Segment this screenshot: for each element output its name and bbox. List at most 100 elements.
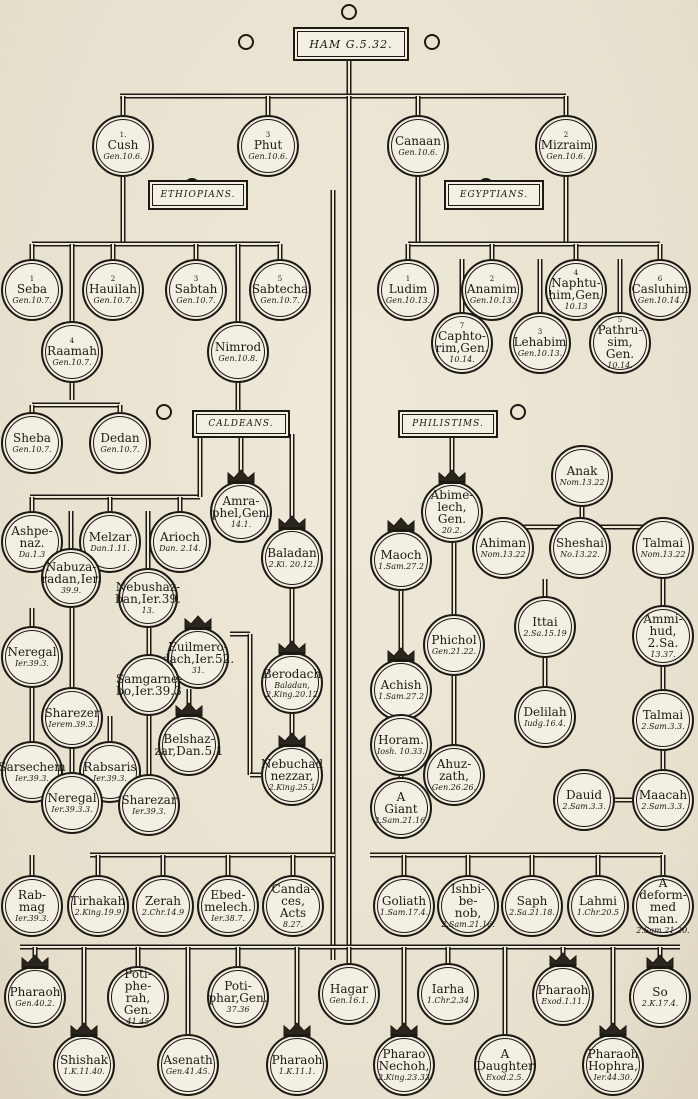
person-name: Talmai [642,708,684,722]
person-name: Achish [380,678,422,692]
person-number: 3 [193,274,199,283]
scripture-reference: Gen.10.13. [517,348,563,358]
scripture-reference: Gen.10.13. [469,295,515,305]
person-name: Ebed- melech. [204,888,252,914]
person-name: Canda- ces, Acts [271,882,315,920]
scripture-reference: Gen.10.7. [93,295,133,305]
person-number: 3 [537,327,543,336]
person-name: Samgarne- bo,Ier.39.3 [115,671,183,698]
scripture-reference: Gen.10.7. [100,445,140,454]
crown-icon [227,469,255,484]
scripture-reference: 2.Sam.21.16. [374,816,428,825]
person-name: Cush [107,137,139,152]
person-name: Amra- phel,Gen. [211,494,271,520]
person-name: Seba [16,281,48,296]
person-number: 7 [459,321,465,330]
person-name: Ashpe- naz. [11,524,53,550]
person-name: Rab-mag [17,888,47,914]
person-name: Naphtu- him,Gen. [548,275,604,302]
person-name: Poti- phar,Gen. [208,979,268,1005]
crown-icon [283,1022,311,1037]
person-name: Baladan [267,546,317,560]
person-name: Maacah [638,788,688,802]
scripture-reference: Nom.13.22 [559,478,605,487]
scripture-reference: 2.Sam.3.3. [562,802,606,811]
crown-icon [70,1022,98,1037]
scripture-reference: Gen.10.7. [52,357,92,367]
person-name: Asenath [163,1053,213,1067]
person-ishbibenob: Ishbi-be- nob,2.Sam.21.16. [437,875,499,937]
scripture-reference: Ier.39.3.3. [51,805,93,814]
crown-icon [175,702,203,717]
title-cartouche: HAM G.5.32. [293,27,409,61]
crown-icon [278,515,306,530]
person-name: Lahmi [578,894,618,908]
person-name: Pharao Nechoh, [378,1047,430,1073]
scripture-reference: Dan. 2.14. [159,544,201,553]
person-name: Pathru- sim, Gen. [597,322,643,361]
person-nabuzaradan: Nabuza- radan,Ier.39.9. [41,548,101,608]
person-name: A deform- med man. [639,876,687,926]
scripture-reference: 2.Ki. 20.12. [268,560,316,569]
scripture-reference: 1.K.11.1. [278,1067,316,1076]
scripture-reference: 2.King.19.9 [74,908,122,917]
person-name: Casluhim [631,281,689,296]
person-abimelech: Abime- lech, Gen.20.2. [421,481,483,543]
scripture-reference: 37.36 [226,1005,250,1014]
scripture-reference: Gen.10.6. [546,151,586,161]
scripture-reference: Ier.39.3. [132,807,166,816]
plaque-egyptians: EGYPTIANS. [444,180,544,210]
crown-icon [387,647,415,662]
scripture-reference: Nom.13.22 [640,550,686,559]
scripture-reference: Nom.13.22 [480,550,526,559]
person-potipherah: Poti-phe- rah, Gen.41.45 [107,966,169,1028]
scripture-reference: Ier.39.3. [93,774,127,783]
person-name: Sheba [13,431,51,445]
person-name: Nebushaz- ban,Ier.39. [115,580,181,606]
person-name: Hauilah [89,281,137,296]
person-pharaonechoh: Pharao Nechoh,2.King.23.33 [373,1034,435,1096]
person-number: 1 [405,274,411,283]
person-number: 5 [617,315,623,324]
scripture-reference: Gen.10.7. [12,445,52,454]
scripture-reference: 1.Sam.17.4. [379,908,429,917]
crown-icon [184,615,212,630]
person-name: Maoch [380,548,422,562]
scripture-reference: Gen.10.6. [248,151,288,161]
scripture-reference: Iosh. 10.33. [377,747,425,756]
person-ammihud: Ammi- hud, 2.Sa.13.37. [632,605,694,667]
person-name: Mizraim [540,137,592,152]
scripture-reference: 2.Sam.21.20. [636,926,690,935]
person-amraphel: Amra- phel,Gen.14.1. [210,481,272,543]
scripture-reference: Exod.2.5. [485,1073,525,1082]
person-name: Berodach [262,666,322,681]
scripture-reference: Gen.21.22. [431,647,477,656]
person-name: Dauid [565,788,603,802]
scripture-reference: 1.Sam.27.2 [378,692,424,701]
scripture-reference: 10.14. [449,354,475,364]
scripture-reference: 14.1. [230,520,252,529]
crown-icon [390,1022,418,1037]
person-name: Tirhakah [70,894,126,908]
person-name: Sabtah [174,281,218,296]
person-name: Sarsechem [0,760,66,774]
plaque-caldeans-text: CALDEANS. [208,419,274,429]
scripture-reference: Gen.26.26. [431,783,477,792]
